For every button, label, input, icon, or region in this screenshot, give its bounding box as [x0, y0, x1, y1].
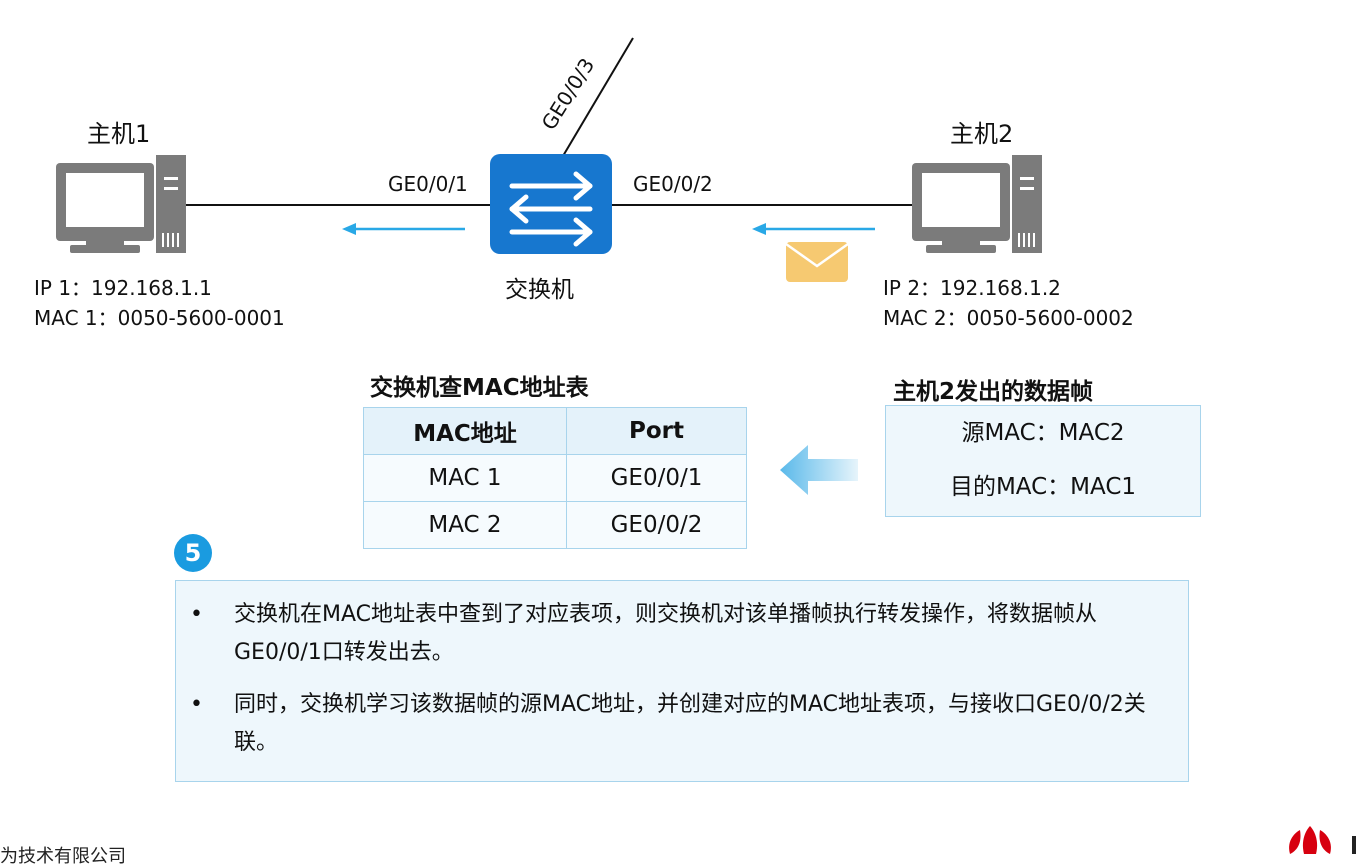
switch-label: 交换机: [505, 277, 574, 303]
column-header-port: Port: [565, 407, 748, 455]
mac-address-table: MAC地址 Port MAC 1 GE0/0/1 MAC 2 GE0/0/2: [363, 407, 748, 549]
huawei-logo-icon: [1289, 826, 1331, 854]
left-arrow-icon: [752, 223, 875, 235]
column-header-mac: MAC地址: [363, 407, 567, 455]
host2-title: 主机2: [950, 120, 1014, 148]
host1-info: IP 1：192.168.1.1 MAC 1：0050-5600-0001: [34, 273, 285, 333]
frame-box: 源MAC：MAC2 目的MAC：MAC1: [885, 405, 1201, 517]
pc-icon: [56, 155, 186, 253]
host2-ip: IP 2：192.168.1.2: [883, 276, 1061, 300]
table-cell-port: GE0/0/1: [565, 454, 748, 502]
footer-divider: [1352, 836, 1356, 854]
port-ge002-label: GE0/0/2: [633, 172, 713, 196]
switch-icon: [490, 154, 612, 254]
table-cell-mac: MAC 1: [363, 454, 567, 502]
host1-title: 主机1: [87, 120, 151, 148]
footer-company: 为技术有限公司: [0, 846, 126, 867]
mac-table-title: 交换机查MAC地址表: [370, 375, 589, 401]
port-ge001-label: GE0/0/1: [388, 172, 468, 196]
host2-mac: MAC 2：0050-5600-0002: [883, 306, 1134, 330]
table-row: MAC 1 GE0/0/1: [363, 454, 748, 502]
step-number-badge: 5: [174, 534, 212, 572]
table-row: MAC 2 GE0/0/2: [363, 501, 748, 549]
frame-title: 主机2发出的数据帧: [893, 379, 1094, 405]
left-arrow-icon: [342, 223, 465, 235]
note-text: 交换机在MAC地址表中查到了对应表项，则交换机对该单播帧执行转发操作，将数据帧从…: [234, 602, 1098, 665]
table-cell-mac: MAC 2: [363, 501, 567, 549]
bullet: •: [190, 602, 203, 627]
pc-icon: [912, 155, 1042, 253]
host1-ip: IP 1：192.168.1.1: [34, 276, 212, 300]
frame-dst-mac: 目的MAC：MAC1: [949, 474, 1137, 500]
explanation-box: • 交换机在MAC地址表中查到了对应表项，则交换机对该单播帧执行转发操作，将数据…: [175, 580, 1189, 782]
note-text: 同时，交换机学习该数据帧的源MAC地址，并创建对应的MAC地址表项，与接收口GE…: [234, 692, 1146, 755]
bullet: •: [190, 692, 203, 717]
host2-info: IP 2：192.168.1.2 MAC 2：0050-5600-0002: [883, 273, 1134, 333]
table-header-row: MAC地址 Port: [363, 407, 748, 455]
link-uplink: [562, 37, 634, 157]
envelope-icon: [785, 242, 849, 282]
left-arrow-icon: [780, 445, 858, 495]
host1-mac: MAC 1：0050-5600-0001: [34, 306, 285, 330]
table-cell-port: GE0/0/2: [565, 501, 748, 549]
frame-src-mac: 源MAC：MAC2: [961, 420, 1125, 446]
